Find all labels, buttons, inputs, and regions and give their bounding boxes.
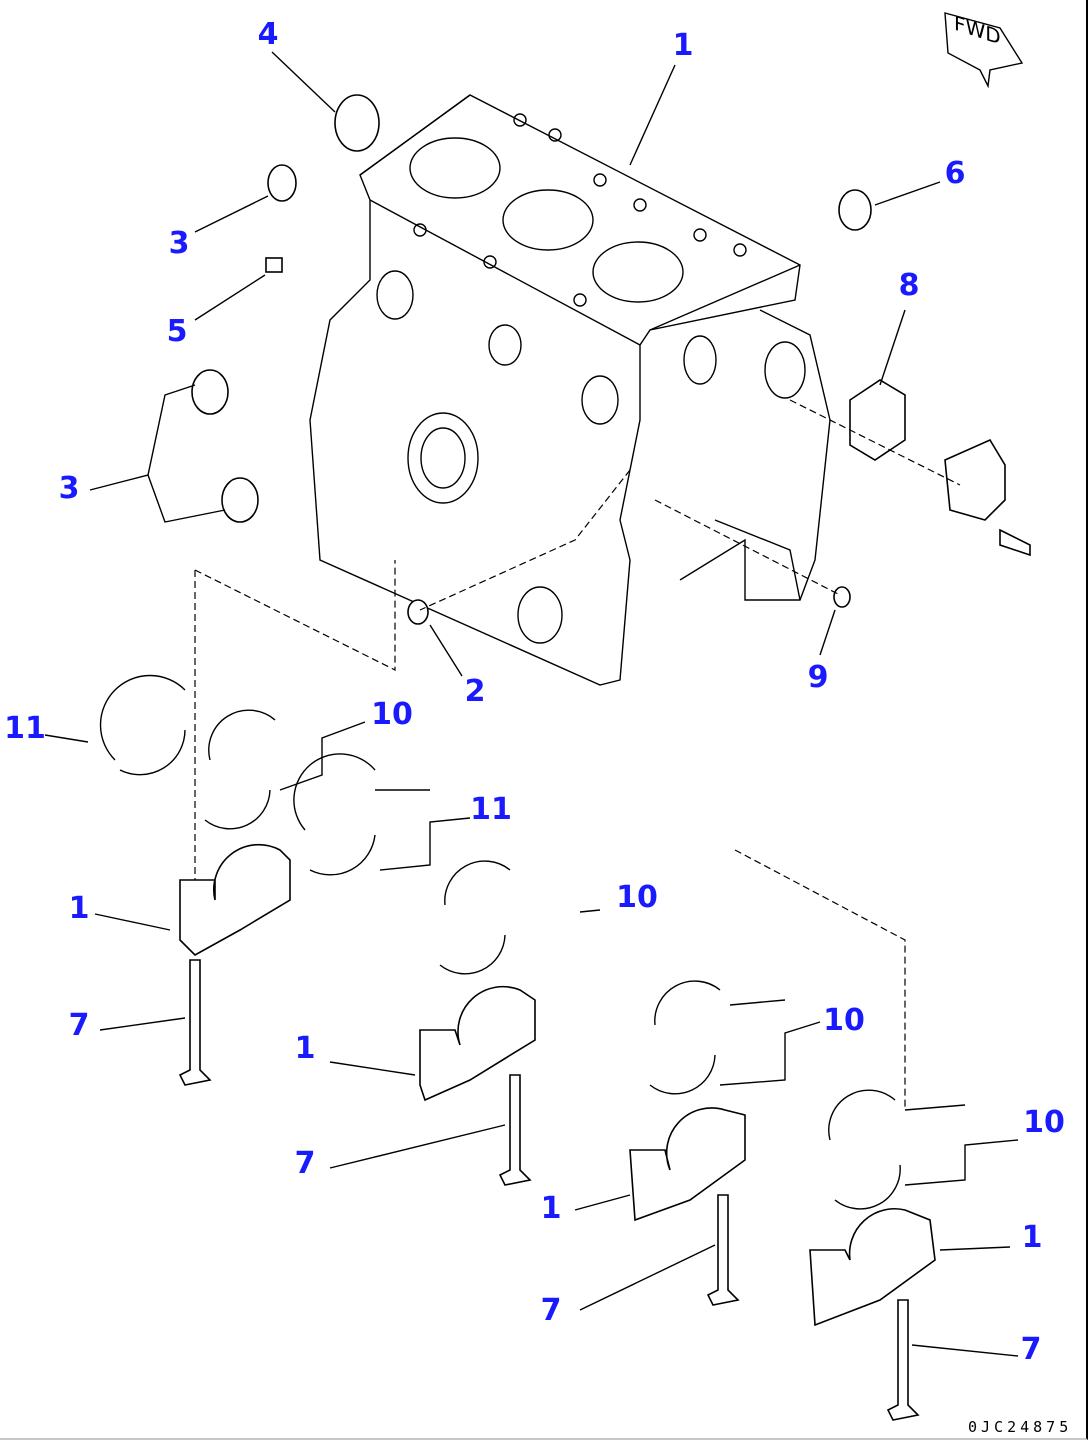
callout-10: 10 — [371, 697, 413, 732]
bolt-7b — [498, 1074, 532, 1186]
plug-9 — [833, 586, 851, 608]
callout-1: 1 — [1021, 1220, 1043, 1255]
plug-2 — [407, 599, 429, 625]
bushing-8 — [849, 379, 906, 461]
cylinder-block — [309, 94, 831, 686]
lower-parts — [99, 674, 936, 1421]
bearing-10d-upper — [828, 1089, 896, 1141]
callout-4: 4 — [257, 17, 279, 52]
thrust-washer-11b — [293, 753, 376, 876]
thrust-washer-11a — [99, 674, 186, 776]
bearing-10b-upper — [444, 860, 511, 906]
callout-1: 1 — [540, 1191, 562, 1226]
main-cap-1d — [809, 1207, 936, 1327]
callout-10: 10 — [1023, 1105, 1065, 1140]
bolt-7d — [886, 1299, 920, 1421]
main-cap-1a — [179, 843, 291, 956]
bolt-7c — [706, 1194, 740, 1306]
seal-3-lower — [221, 477, 259, 523]
main-cap-1b — [419, 985, 536, 1102]
cover-gasket — [944, 438, 1006, 521]
callout-11: 11 — [470, 792, 512, 827]
callout-8: 8 — [898, 268, 920, 303]
forward-direction-icon — [940, 8, 1030, 93]
callout-10: 10 — [616, 880, 658, 915]
callout-1: 1 — [294, 1031, 316, 1066]
cover-bolt — [999, 528, 1031, 557]
callout-2: 2 — [464, 674, 486, 709]
callout-3: 3 — [58, 471, 80, 506]
bolt-7a — [178, 959, 212, 1086]
main-cap-1c — [629, 1107, 746, 1222]
bearing-10c-upper — [654, 980, 721, 1026]
bearing-10a-upper — [208, 709, 276, 761]
callout-1: 1 — [68, 891, 90, 926]
bearing-10a-lower — [204, 789, 271, 830]
plug-3-top — [267, 164, 297, 202]
callout-9: 9 — [807, 660, 829, 695]
callout-5: 5 — [166, 314, 188, 349]
bearing-10d-lower — [834, 1164, 901, 1210]
callout-7: 7 — [1020, 1332, 1042, 1367]
callout-11: 11 — [4, 711, 46, 746]
callout-10: 10 — [823, 1003, 865, 1038]
plug-4 — [334, 94, 380, 152]
callout-7: 7 — [540, 1293, 562, 1328]
leader-lines — [44, 51, 1019, 1357]
callout-3: 3 — [168, 226, 190, 261]
plug-5 — [265, 257, 283, 273]
plug-6 — [838, 189, 872, 231]
seal-3-upper — [191, 369, 229, 415]
callout-6: 6 — [944, 156, 966, 191]
bearing-10c-lower — [649, 1054, 716, 1095]
bearing-10b-lower — [439, 934, 506, 975]
callout-1: 1 — [672, 28, 694, 63]
callout-7: 7 — [68, 1008, 90, 1043]
catalog-code: 0JC24875 — [968, 1418, 1073, 1436]
parts — [191, 94, 1031, 625]
callout-7: 7 — [294, 1146, 316, 1181]
